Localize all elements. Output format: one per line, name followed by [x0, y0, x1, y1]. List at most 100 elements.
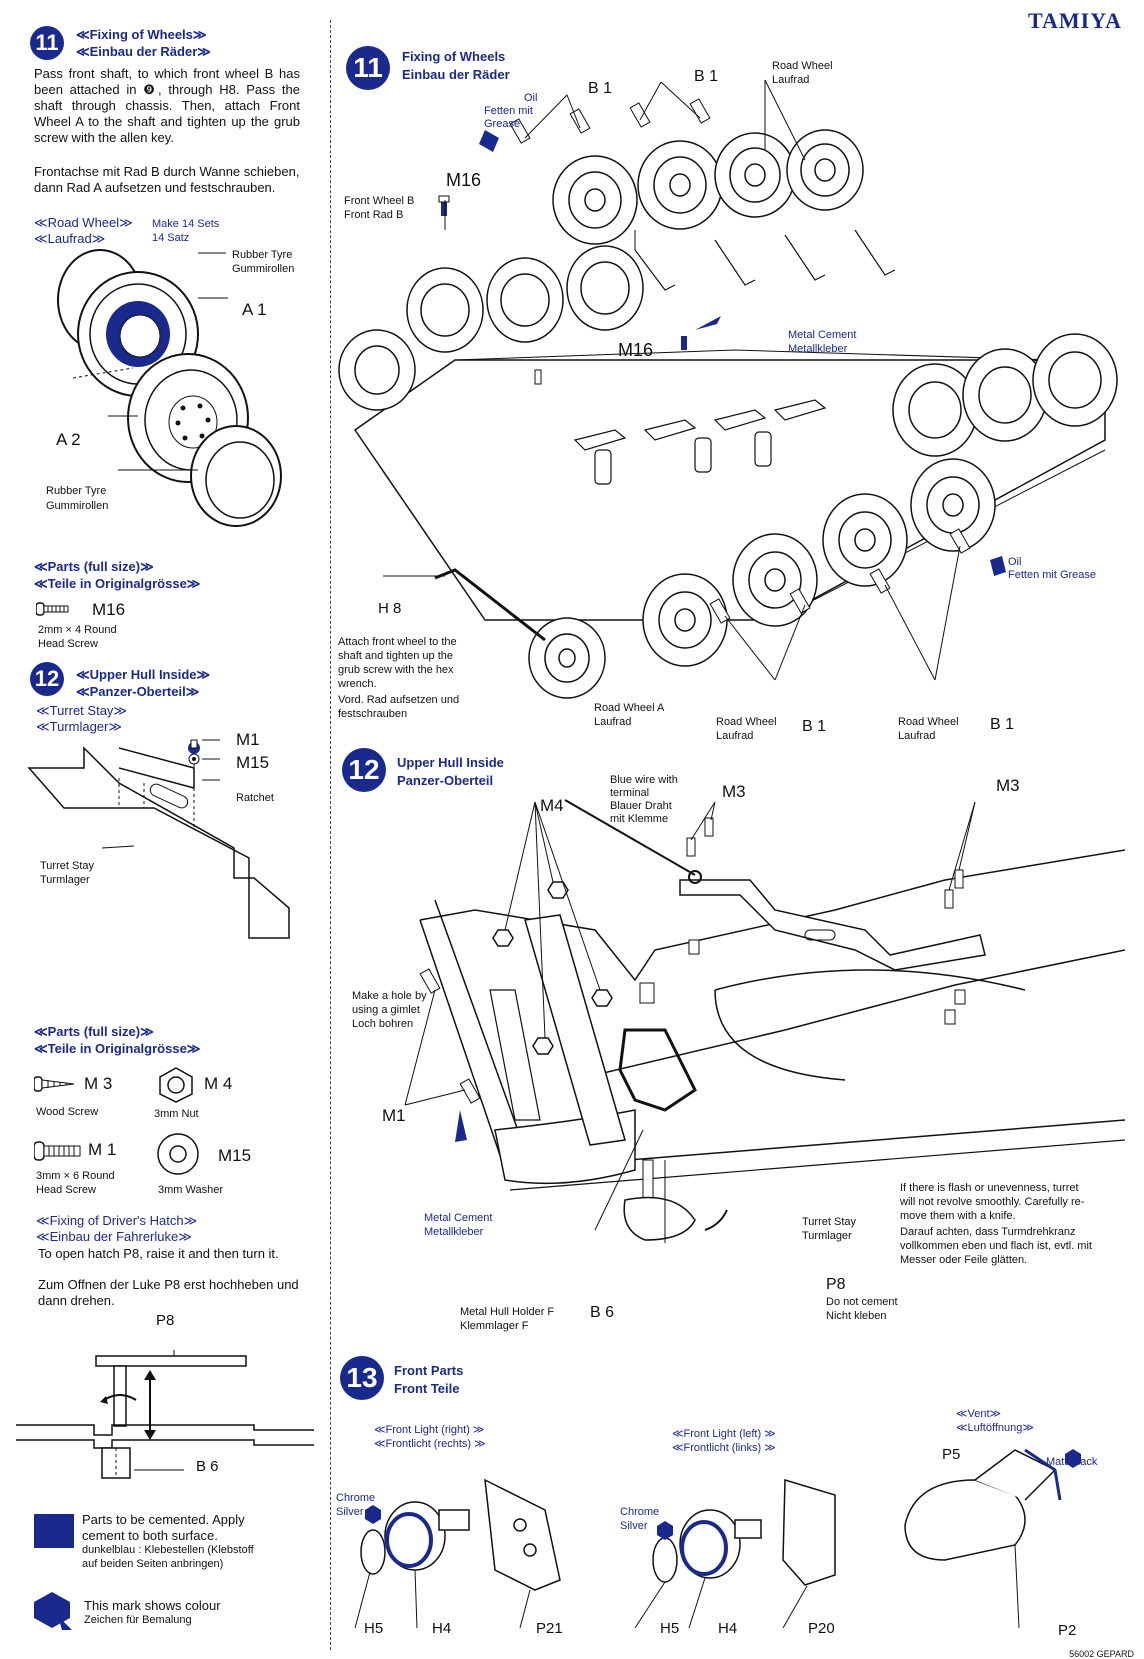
hatch-text-de: Zum Offnen der Luke P8 erst hochheben un… [38, 1277, 299, 1308]
r12-m3-label-right: M3 [996, 776, 1020, 795]
r11-h8: H 8 [378, 600, 402, 617]
part-m15-label: M15 [236, 753, 270, 772]
cement-mark-icon [34, 1514, 74, 1548]
step-12-assembly-drawing [404, 799, 1125, 1243]
r12-blue-wire-2: terminal [610, 787, 650, 799]
wood-screw-m3-icon [34, 1076, 75, 1092]
r11-road-wheel-a-de: Laufrad [594, 716, 632, 728]
r11-oil-3: Grease [484, 118, 521, 130]
r11-attach-4: wrench. [338, 678, 377, 690]
r12-make-hole-3: Loch bohren [352, 1018, 414, 1030]
r11-attach-1: Attach front wheel to the [338, 636, 457, 648]
r-step-11-title-de: Einbau der Räder [402, 67, 510, 82]
step-13-assembly-drawing [354, 1448, 1081, 1629]
parts-full-size-de: ≪Teile in Originalgrösse≫ [34, 576, 201, 591]
r11-attach-3: grub screw with the hex [338, 664, 454, 676]
r11-attach-de-1: Vord. Rad aufsetzen und [338, 694, 460, 706]
r13-h4-right: H4 [432, 1620, 452, 1637]
r12-turret-stay-de: Turmlager [802, 1230, 852, 1242]
r12-flash-de-1: Darauf achten, dass Turmdrehkranz [900, 1226, 1076, 1238]
r11-oil-2: Fetten mit [484, 105, 533, 117]
step-12-badge: 12 [30, 662, 64, 696]
legend-colour-de: Zeichen für Bemalung [84, 1614, 192, 1626]
r13-light-right-en: ≪Front Light (right) ≫ [374, 1424, 485, 1436]
part-m3-code: M 3 [84, 1074, 113, 1093]
r-step-12-badge: 12 [342, 748, 386, 792]
r12-holder-de: Klemmlager F [460, 1320, 529, 1332]
r11-oil-right-2: Fetten mit Grease [1008, 569, 1097, 581]
r-step-11-title-en: Fixing of Wheels [402, 49, 506, 64]
r13-light-left-de: ≪Frontlicht (links) ≫ [672, 1442, 776, 1454]
r11-m16-mid: M16 [618, 340, 654, 360]
rubber-tyre2-label-de: Gummirollen [46, 500, 109, 512]
part-m4-desc: 3mm Nut [154, 1108, 199, 1120]
r13-vent-de: ≪Luftöffnung≫ [956, 1422, 1034, 1434]
legend-cement-en2: cement to both surface. [82, 1528, 218, 1543]
r13-p20: P20 [808, 1620, 835, 1637]
r11-road-wheel-b1-de: Laufrad [716, 730, 754, 742]
r13-light-left-en: ≪Front Light (left) ≫ [672, 1428, 776, 1440]
r12-turret-stay-en: Turret Stay [802, 1216, 856, 1228]
step-11-title-de: ≪Einbau der Räder≫ [76, 44, 211, 59]
r12-flash-2: will not revolve smoothly. Carefully re- [900, 1196, 1085, 1208]
turret-stay-label-de: Turmlager [40, 874, 90, 886]
turret-stay-title-de: ≪Turmlager≫ [36, 719, 122, 734]
r11-b1-bottom-right: B 1 [990, 716, 1015, 733]
legend-cement-en1: Parts to be cemented. Apply [82, 1512, 245, 1527]
paint-mark-icon [34, 1592, 72, 1630]
step-11-badge: 11 [30, 26, 64, 60]
step-11-assembly-drawing [338, 79, 1118, 699]
step-12-title-en: ≪Upper Hull Inside≫ [76, 667, 211, 682]
nut-m4-icon [159, 1067, 193, 1103]
step-12-title-de: ≪Panzer-Oberteil≫ [76, 684, 200, 699]
legend-cement-de2: auf beiden Seiten anbringen) [82, 1558, 224, 1570]
part-m3-desc: Wood Screw [36, 1106, 99, 1118]
r13-matt-black: Matt Black [1046, 1456, 1098, 1468]
r12-no-cement-de: Nicht kleben [826, 1310, 887, 1322]
r11-attach-2: shaft and tighten up the [338, 650, 453, 662]
r12-holder-en: Metal Hull Holder F [460, 1306, 555, 1318]
r13-light-right-de: ≪Frontlicht (rechts) ≫ [374, 1438, 486, 1450]
hatch-p8-label: P8 [156, 1312, 175, 1329]
road-wheel-title-en: ≪Road Wheel≫ [34, 215, 133, 230]
turret-stay-label-en: Turret Stay [40, 860, 94, 872]
r12-metal-cement-de: Metallkleber [424, 1226, 484, 1238]
r11-metal-cement-de: Metallkleber [788, 343, 848, 355]
r12-flash-de-2: vollkommen eben und flach ist, evtl. mit [900, 1240, 1092, 1252]
part-m16-code: M16 [92, 600, 126, 619]
r11-b1-top-left: B 1 [588, 80, 613, 97]
rubber-tyre-label-de: Gummirollen [232, 263, 295, 275]
r12-flash-de-3: Messer oder Feile glätten. [900, 1254, 1028, 1266]
part-a2-label: A 2 [56, 430, 81, 449]
r13-p5: P5 [942, 1446, 961, 1463]
footer-code: 56002 GEPARD [1069, 1649, 1134, 1659]
r11-road-wheel-b2-de: Laufrad [898, 730, 936, 742]
parts-full-size2-en: ≪Parts (full size)≫ [34, 1024, 154, 1039]
r11-b1-top-right: B 1 [694, 68, 719, 85]
parts-full-size-en: ≪Parts (full size)≫ [34, 559, 154, 574]
r13-chrome-silver-2a: Chrome [620, 1506, 660, 1518]
r11-road-wheel-top-en: Road Wheel [772, 60, 833, 72]
rubber-tyre2-label-en: Rubber Tyre [46, 485, 107, 497]
make-sets-de: 14 Satz [152, 232, 190, 244]
screw-m16-icon [36, 602, 69, 616]
part-m1-desc2: Head Screw [36, 1184, 96, 1196]
r12-b6-label: B 6 [590, 1304, 615, 1321]
r11-road-wheel-top-de: Laufrad [772, 74, 810, 86]
hatch-b6-label: B 6 [196, 1458, 219, 1475]
drivers-hatch-drawing [16, 1350, 314, 1479]
r12-no-cement-en: Do not cement [826, 1296, 898, 1308]
r12-blue-wire-3: Blauer Draht [610, 800, 672, 812]
part-m15-code: M15 [218, 1146, 252, 1165]
r12-m1-label: M1 [382, 1106, 406, 1125]
r11-m16-top: M16 [446, 170, 482, 190]
r12-make-hole-1: Make a hole by [352, 990, 427, 1002]
brand-logo: TAMIYA [1027, 8, 1122, 33]
hatch-title-en: ≪Fixing of Driver's Hatch≫ [36, 1213, 198, 1228]
r12-p8-label: P8 [826, 1276, 846, 1293]
r-step-13-title-en: Front Parts [394, 1363, 464, 1378]
rubber-tyre-label-en: Rubber Tyre [232, 249, 293, 261]
r13-chrome-silver-2b: Silver [620, 1520, 648, 1532]
part-m16-desc1: 2mm × 4 Round [38, 624, 117, 636]
r11-front-wheel-b-de: Front Rad B [344, 209, 404, 221]
